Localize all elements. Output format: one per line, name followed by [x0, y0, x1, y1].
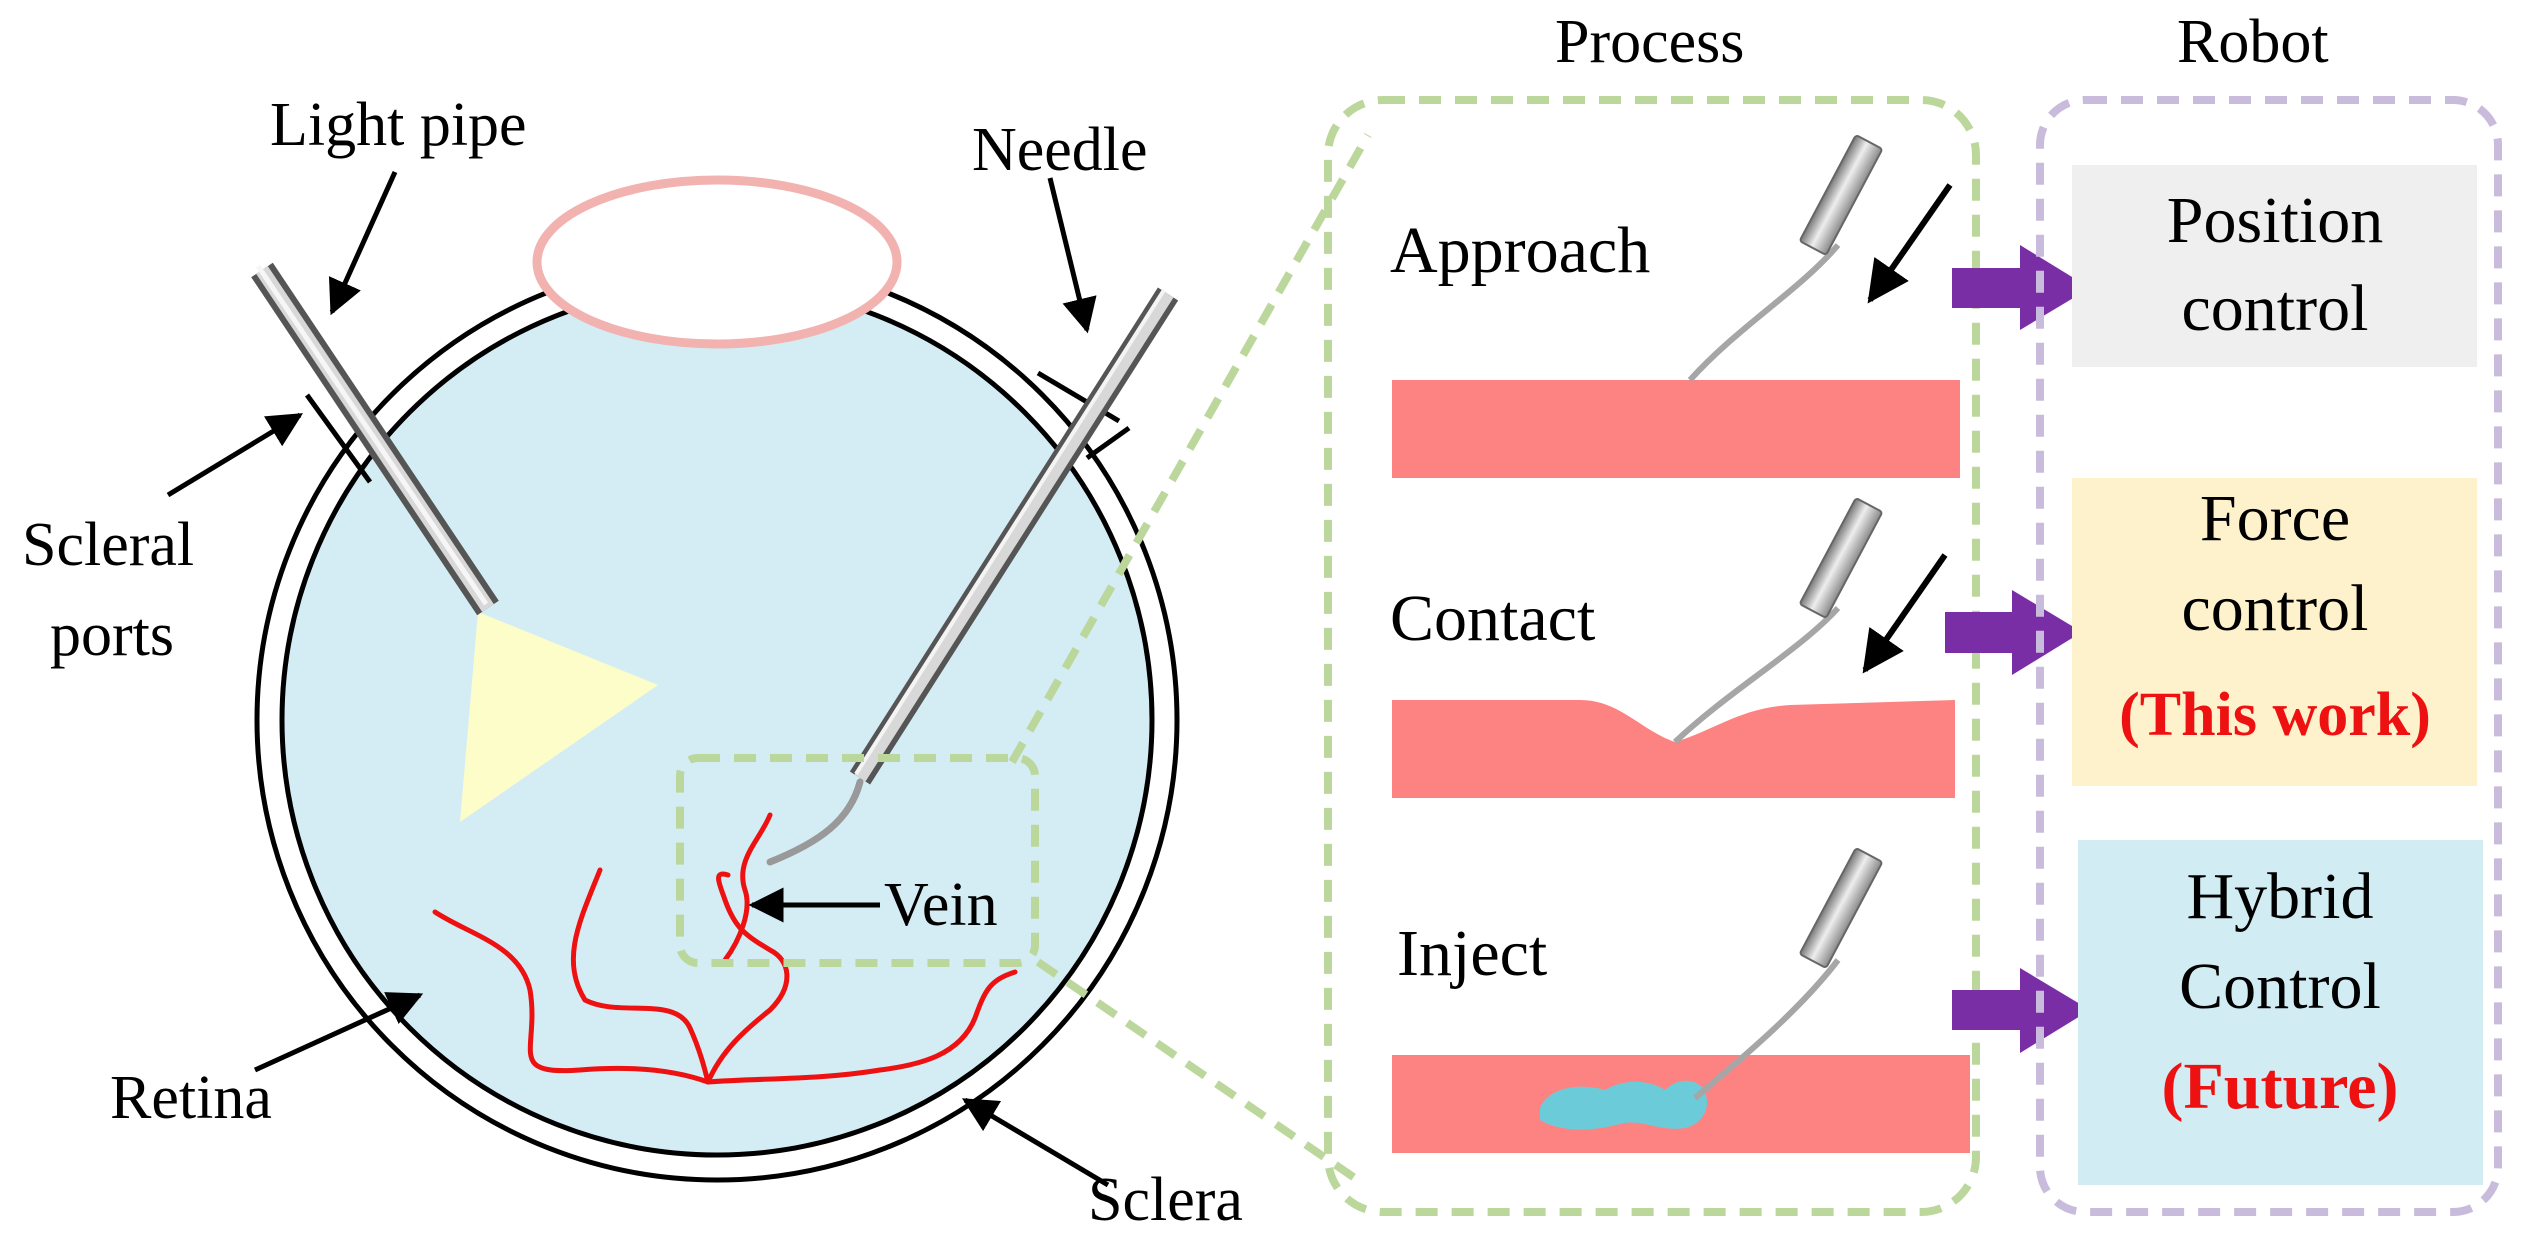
- eyeball: [279, 282, 1155, 1158]
- step-approach: Approach: [1390, 214, 1650, 287]
- box-force-control: [2072, 478, 2477, 786]
- tissue-approach: [1392, 380, 1960, 478]
- box-hybrid-note: (Future): [2161, 1050, 2398, 1123]
- box-hybrid-line2: Control: [2179, 950, 2381, 1023]
- box-position-control: [2072, 165, 2477, 367]
- box-force-line1: Force: [2200, 482, 2350, 555]
- box-position-line1: Position: [2167, 184, 2383, 257]
- process-title: Process: [1555, 8, 1744, 76]
- label-light-pipe: Light pipe: [270, 91, 527, 159]
- zoom-line-top: [1008, 133, 1372, 764]
- process-frame: [1324, 96, 1980, 1216]
- label-scleral-1: Scleral: [22, 511, 194, 579]
- eye: [251, 133, 1372, 1189]
- process-panel: Process Approach Contact Inject: [1324, 8, 1980, 1216]
- motion-arrow-approach: [1867, 183, 1953, 304]
- label-scleral-2: ports: [50, 601, 174, 669]
- lens: [532, 175, 902, 349]
- retinal-veins: [432, 812, 1018, 1085]
- tissue-contact: [1392, 700, 1955, 798]
- box-position-line2: control: [2182, 272, 2369, 345]
- needle-approach: [1687, 135, 1883, 383]
- label-needle: Needle: [972, 116, 1148, 184]
- motion-arrow-contact: [1862, 553, 1948, 674]
- box-hybrid-line1: Hybrid: [2187, 860, 2374, 933]
- needle-contact: [1672, 498, 1883, 745]
- light-pipe-tool: [251, 262, 499, 616]
- step-inject: Inject: [1397, 917, 1547, 990]
- arrow-contact-force: [1945, 590, 2082, 675]
- step-contact: Contact: [1390, 582, 1595, 655]
- box-force-line2: control: [2182, 572, 2369, 645]
- zoom-line-bottom: [1035, 958, 1368, 1189]
- needle-inject: [1693, 848, 1883, 1101]
- label-sclera: Sclera: [1088, 1166, 1243, 1234]
- inject-blob: [1540, 1080, 1708, 1130]
- robot-title: Robot: [2177, 8, 2329, 76]
- needle-tool: [766, 287, 1179, 866]
- arrow-inject-hybrid: [1952, 968, 2090, 1053]
- process-to-robot-arrows: [1945, 245, 2090, 1053]
- label-vein: Vein: [884, 871, 998, 939]
- robot-panel: Robot Position control Force control (Th…: [2036, 8, 2502, 1216]
- arrow-approach-position: [1952, 245, 2090, 330]
- zoom-box: [676, 754, 1039, 967]
- label-arrows: [166, 170, 1110, 1188]
- label-retina: Retina: [110, 1064, 272, 1132]
- box-force-note: (This work): [2119, 681, 2431, 749]
- light-cone: [460, 612, 658, 822]
- box-hybrid-control: [2078, 840, 2483, 1185]
- robot-frame: [2036, 96, 2502, 1216]
